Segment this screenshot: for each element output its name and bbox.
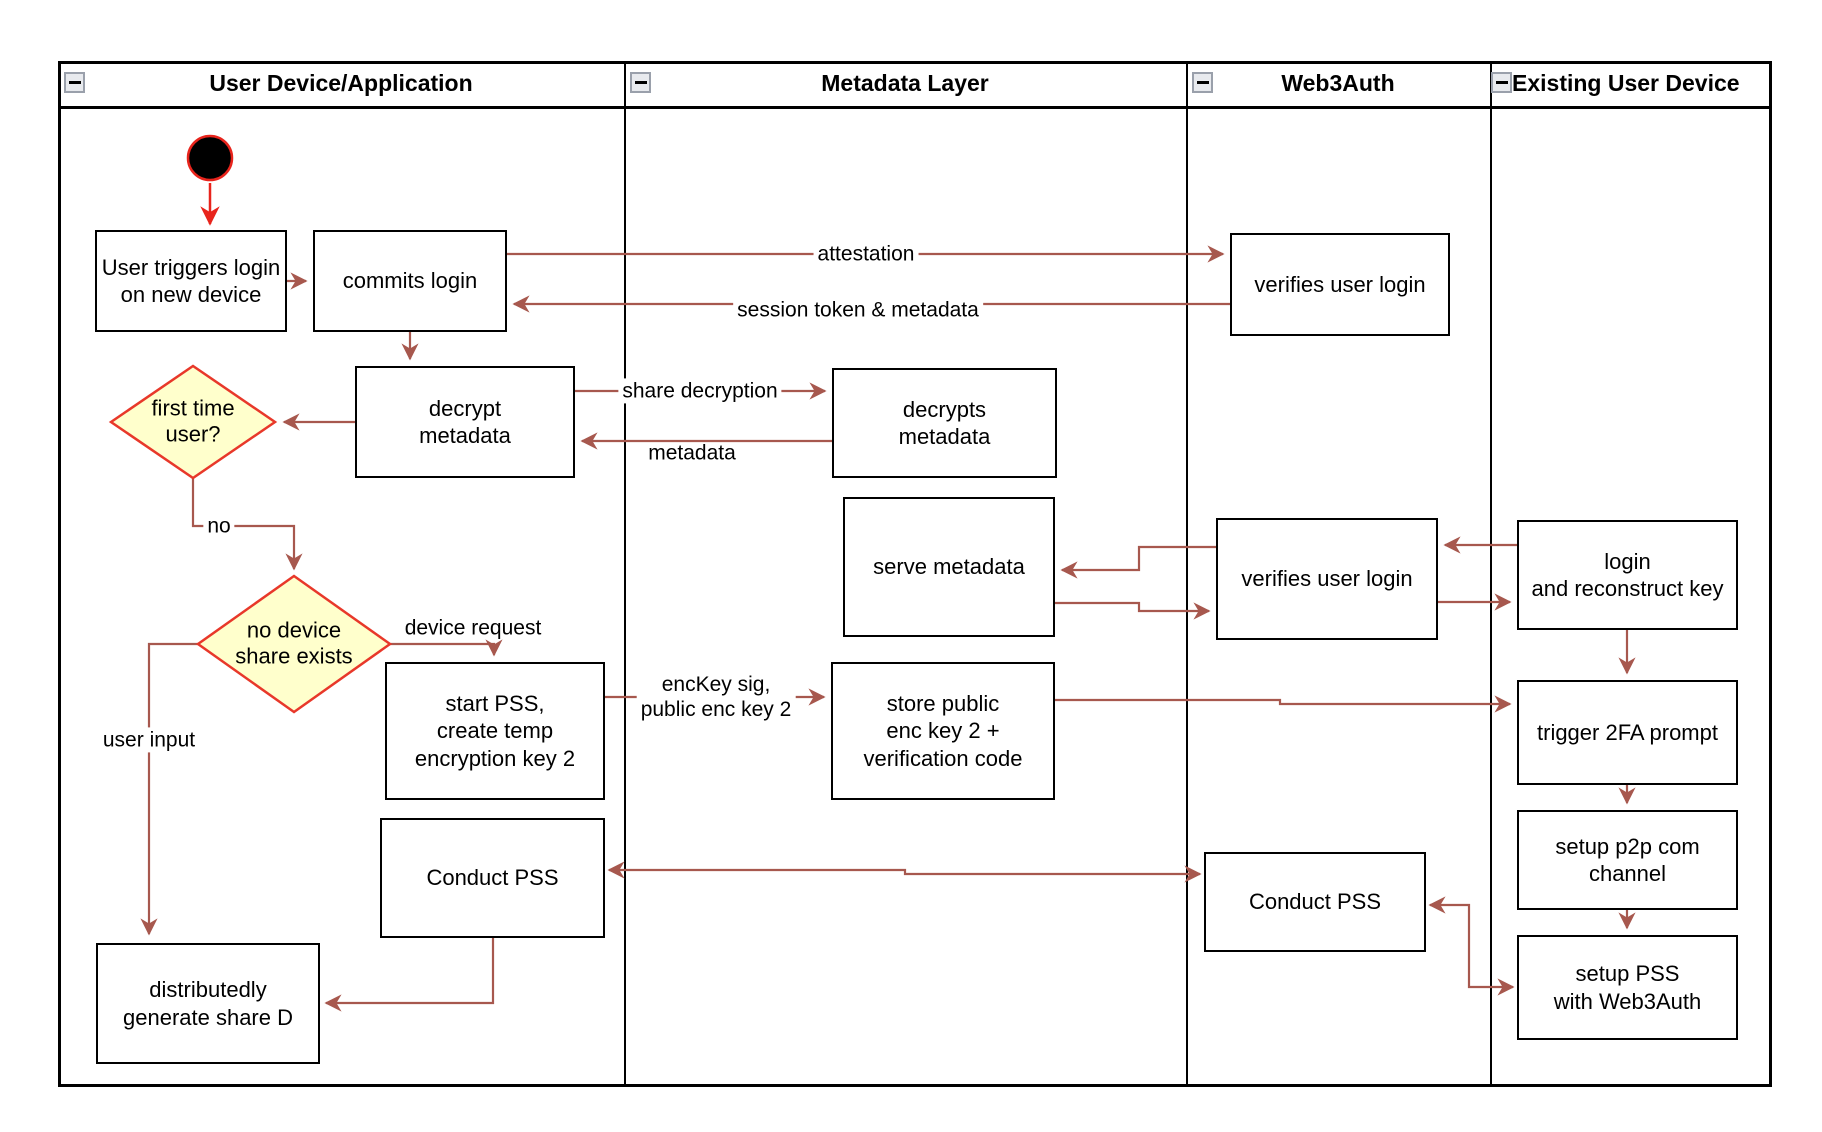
node-serve-metadata[interactable]: serve metadata bbox=[843, 497, 1055, 637]
diagram-border bbox=[58, 61, 1772, 1087]
lane-title: Metadata Layer bbox=[821, 70, 989, 96]
edge-conduct-pss-link bbox=[607, 861, 1202, 883]
node-commits-login[interactable]: commits login bbox=[313, 230, 507, 332]
node-trigger-2fa-prompt[interactable]: trigger 2FA prompt bbox=[1517, 680, 1738, 785]
start-node[interactable] bbox=[186, 134, 234, 182]
edge-label-share-decryption: share decryption bbox=[618, 378, 782, 404]
node-login-reconstruct-key[interactable]: login and reconstruct key bbox=[1517, 520, 1738, 630]
node-conduct-pss-web3auth[interactable]: Conduct PSS bbox=[1204, 852, 1426, 952]
lane-header-web3auth[interactable]: Web3Auth bbox=[1188, 61, 1488, 106]
edge-no-branch bbox=[191, 478, 303, 571]
lane-header-existing-user-device[interactable]: Existing User Device bbox=[1512, 61, 1770, 106]
node-decrypt-metadata[interactable]: decrypt metadata bbox=[355, 366, 575, 478]
collapse-icon[interactable] bbox=[630, 72, 651, 93]
lane-header-metadata-layer[interactable]: Metadata Layer bbox=[626, 61, 1184, 106]
decision-label-first-time-user: first time user? bbox=[151, 395, 235, 447]
node-store-public-enc-key[interactable]: store public enc key 2 + verification co… bbox=[831, 662, 1055, 800]
lane-divider-3 bbox=[1490, 61, 1492, 1087]
collapse-icon[interactable] bbox=[1491, 72, 1512, 93]
edge-label-device-request: device request bbox=[404, 616, 542, 640]
edge-conduct-to-generate bbox=[324, 938, 495, 1012]
node-verifies-user-login-1[interactable]: verifies user login bbox=[1230, 233, 1450, 336]
node-setup-p2p-channel[interactable]: setup p2p com channel bbox=[1517, 810, 1738, 910]
collapse-icon[interactable] bbox=[1192, 72, 1213, 93]
lane-divider-1 bbox=[624, 61, 626, 1087]
node-decrypts-metadata[interactable]: decrypts metadata bbox=[832, 368, 1057, 478]
edge-label-metadata: metadata bbox=[648, 441, 736, 465]
edge-label-no: no bbox=[203, 513, 235, 539]
decision-no-device-share[interactable] bbox=[195, 574, 393, 714]
lane-title: Web3Auth bbox=[1281, 70, 1395, 96]
edge-label-enckey: encKey sig, public enc key 2 bbox=[636, 671, 796, 723]
edge-setup-pss-conduct-pss bbox=[1428, 896, 1515, 996]
edge-verifies2-to-serve bbox=[1060, 545, 1216, 579]
lane-divider-2 bbox=[1186, 61, 1188, 1087]
node-conduct-pss-device[interactable]: Conduct PSS bbox=[380, 818, 605, 938]
edge-user-input bbox=[140, 642, 198, 936]
collapse-icon[interactable] bbox=[64, 72, 85, 93]
edge-device-request bbox=[390, 639, 503, 657]
edge-label-attestation: attestation bbox=[813, 241, 919, 267]
decision-label-no-device-share: no device share exists bbox=[235, 617, 353, 669]
edge-store-to-2fa bbox=[1055, 695, 1512, 713]
lane-title: User Device/Application bbox=[209, 70, 473, 96]
node-setup-pss-web3auth[interactable]: setup PSS with Web3Auth bbox=[1517, 935, 1738, 1040]
edge-label-user-input: user input bbox=[98, 727, 200, 753]
node-user-triggers-login[interactable]: User triggers login on new device bbox=[95, 230, 287, 332]
decision-first-time-user[interactable] bbox=[108, 364, 278, 480]
lane-title: Existing User Device bbox=[1512, 70, 1740, 96]
edge-label-session-token: session token & metadata bbox=[733, 297, 983, 323]
node-verifies-user-login-2[interactable]: verifies user login bbox=[1216, 518, 1438, 640]
lane-header-user-device[interactable]: User Device/Application bbox=[60, 61, 622, 106]
edge-serve-to-verifies2 bbox=[1055, 601, 1211, 620]
header-separator bbox=[58, 106, 1772, 109]
node-start-pss[interactable]: start PSS, create temp encryption key 2 bbox=[385, 662, 605, 800]
node-generate-share-d[interactable]: distributedly generate share D bbox=[96, 943, 320, 1064]
